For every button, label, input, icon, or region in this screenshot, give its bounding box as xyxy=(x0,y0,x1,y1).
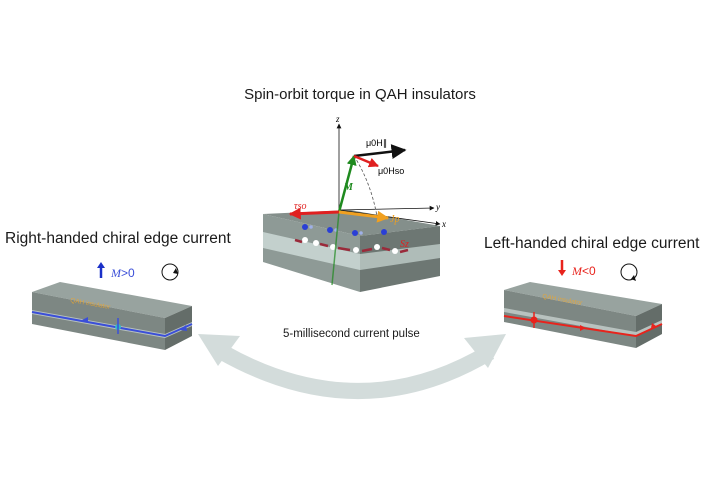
spin-dots-bottom xyxy=(294,237,409,254)
switching-arc-arrow xyxy=(198,334,506,399)
left-m-label: M>0 xyxy=(110,266,135,280)
left-magnetization: M>0 xyxy=(97,262,179,281)
arc-arrowhead-left xyxy=(198,334,240,366)
right-edge-current xyxy=(503,315,663,338)
right-m-label: M<0 xyxy=(571,264,596,278)
pulse-label: 5-millisecond current pulse xyxy=(283,328,420,340)
right-qah-block: QAH insulator xyxy=(503,282,663,348)
y-axis-label: y xyxy=(435,202,440,212)
right-magnetization: M<0 xyxy=(558,260,638,281)
x-axis xyxy=(338,209,441,226)
jp-vector xyxy=(338,210,390,223)
sz-label: Sz xyxy=(400,239,409,250)
jp-label: Jp xyxy=(390,214,399,225)
m-vector-label: M xyxy=(343,182,354,193)
h-parallel-label: μ0H∥ xyxy=(366,138,387,148)
precession-arc xyxy=(353,155,379,223)
figure-title: Spin-orbit torque in QAH insulators xyxy=(244,86,476,103)
spin-dots-top xyxy=(302,224,387,236)
vectors: M μ0H∥ μ0Hso τso Jp xyxy=(288,138,407,286)
tau-so-label: τso xyxy=(294,201,306,212)
z-axis-label: z xyxy=(335,114,340,124)
center-slab: Sz xyxy=(263,210,440,292)
h-parallel-vector xyxy=(353,144,407,160)
m-vector xyxy=(337,155,357,213)
m-vector-projection xyxy=(331,211,340,286)
right-panel-title: Left-handed chiral edge current xyxy=(484,235,700,252)
x-axis-label: x xyxy=(441,219,446,229)
h-so-label: μ0Hso xyxy=(378,166,404,176)
h-so-vector xyxy=(353,154,379,168)
left-qah-block: QAH insulator xyxy=(31,282,193,350)
left-panel-title: Right-handed chiral edge current xyxy=(5,230,231,247)
tau-so-vector xyxy=(288,207,340,220)
axes: z y x xyxy=(335,114,446,229)
arc-arrowhead-right xyxy=(464,334,506,368)
clockwise-rotation-icon xyxy=(620,263,638,281)
clockwise-rotation-icon xyxy=(161,263,179,281)
y-axis xyxy=(338,205,435,211)
